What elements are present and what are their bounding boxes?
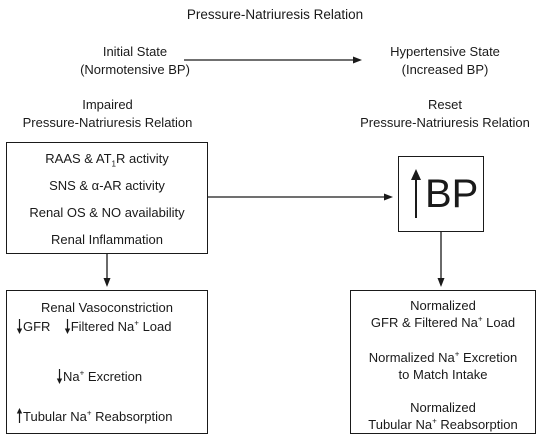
gfr-filtered-line: GFR Filtered Na+ Load [16,318,172,335]
na-excretion-text: Na+ Excretion [63,368,143,384]
normalized-label-1: Normalized [410,298,476,313]
renal-os-no-text: Renal OS & NO availability [29,205,185,220]
factors-to-bp-arrowhead [384,193,393,201]
bp-box [398,156,484,232]
up-arrow-small-icon [16,408,23,423]
down-arrow-icon [56,369,63,384]
tubular-reabsorption-text: Tubular Na+ Reabsorption [23,408,173,424]
filtered-na-load-text: Filtered Na+ Load [70,318,172,334]
normalized-label-2: Normalized [410,400,476,415]
normalized-tubular-text: Tubular Na+ Reabsorption [368,416,518,432]
initial-state-label: Initial State [102,44,168,59]
diagram-title: Pressure-Natriuresis Relation [186,7,364,22]
match-intake-text: to Match Intake [398,367,488,382]
factors-box [6,142,208,254]
reset-sublabel: Pressure-Natriuresis Relation [360,115,530,130]
renal-inflammation-text: Renal Inflammation [51,232,163,247]
factors-to-outcome-arrowhead [103,278,111,287]
left-outcome-box [6,290,208,434]
renal-vasoconstriction-text: Renal Vasoconstriction [41,300,173,315]
state-transition-arrowhead [353,56,362,64]
down-arrow-icon [64,319,70,334]
impaired-sublabel: Pressure-Natriuresis Relation [22,115,193,130]
bp-to-outcome-arrowhead [437,278,445,287]
up-arrow-icon [411,169,421,218]
hypertensive-state-sublabel: (Increased BP) [401,62,489,77]
tubular-reabsorption-line: Tubular Na+ Reabsorption [16,408,172,425]
initial-state-sublabel: (Normotensive BP) [80,62,190,77]
raas-at1r-text: RAAS & AT1R activity [45,151,169,169]
hypertensive-state-label: Hypertensive State [390,44,500,59]
gfr-text: GFR [23,319,51,334]
sns-alpha-ar-text: SNS & α-AR activity [49,178,165,193]
bp-label: BP [425,172,479,216]
na-excretion-line: Na+ Excretion [56,368,142,385]
gfr-filtered-normalized-text: GFR & Filtered Na+ Load [370,314,516,330]
reset-label: Reset [428,97,462,112]
down-arrow-icon [16,319,23,334]
right-outcome-box [350,290,536,434]
impaired-label: Impaired [82,97,133,112]
normalized-na-excretion-text: Normalized Na+ Excretion [368,349,518,365]
